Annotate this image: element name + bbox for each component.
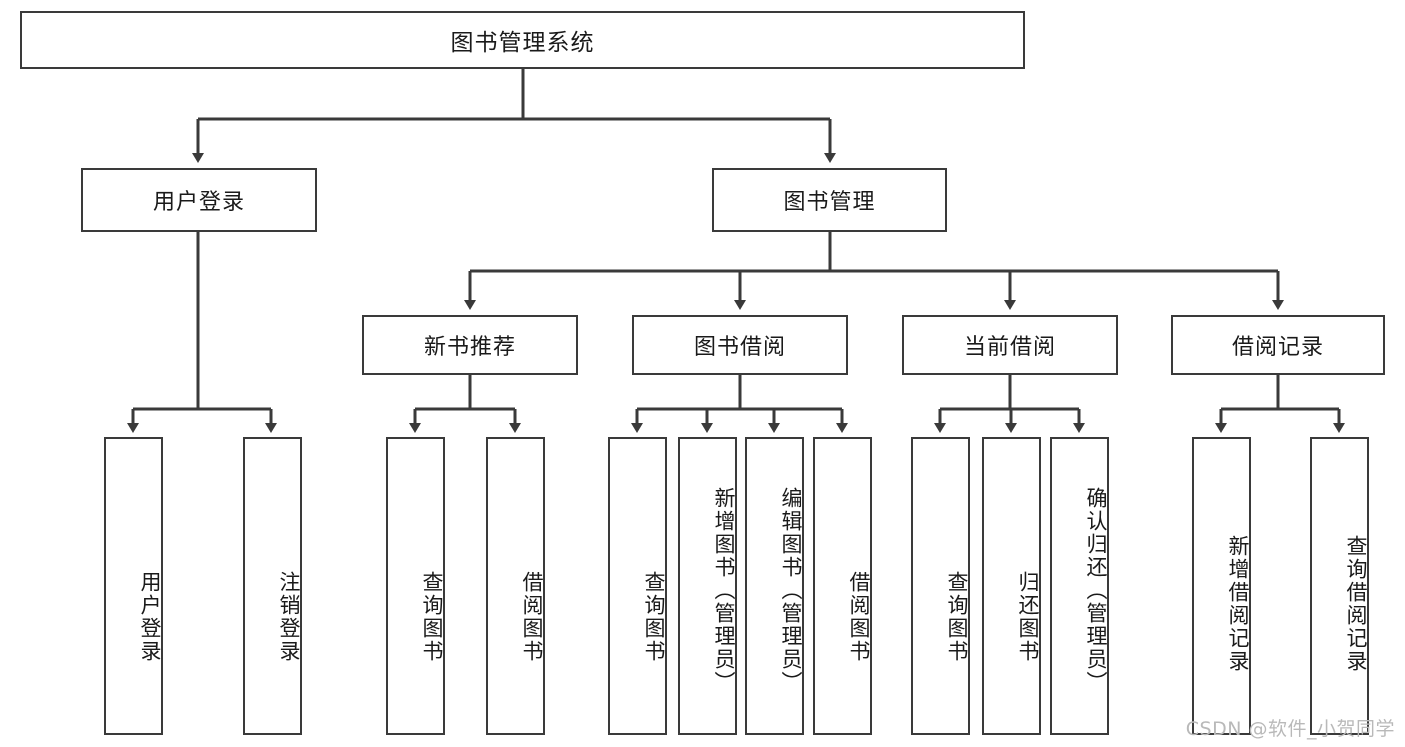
node-current-borrow-label: 当前借阅 (963, 335, 1056, 360)
node-book-borrow[interactable]: 图书借阅 (632, 315, 848, 375)
node-leaf-edit-book-label: 编辑图书（管理员） (779, 486, 803, 694)
node-leaf-edit-book[interactable]: 编辑图书（管理员） (745, 437, 804, 735)
node-borrow-record[interactable]: 借阅记录 (1171, 315, 1385, 375)
node-leaf-query-book-1[interactable]: 查询图书 (386, 437, 445, 735)
node-leaf-add-book-label: 新增图书（管理员） (712, 486, 736, 694)
node-leaf-logout-label: 注销登录 (277, 571, 301, 663)
node-leaf-add-record[interactable]: 新增借阅记录 (1192, 437, 1251, 735)
node-user-login[interactable]: 用户登录 (81, 168, 317, 232)
node-user-login-label: 用户登录 (152, 190, 245, 215)
node-leaf-query-book-3-label: 查询图书 (945, 571, 969, 663)
watermark: CSDN @软件_小贺同学 (1185, 718, 1395, 740)
node-book-borrow-label: 图书借阅 (693, 335, 786, 360)
node-leaf-user-login-label: 用户登录 (138, 571, 162, 663)
node-leaf-borrow-book-2-label: 借阅图书 (847, 571, 871, 663)
node-leaf-user-login[interactable]: 用户登录 (104, 437, 163, 735)
node-leaf-add-book[interactable]: 新增图书（管理员） (678, 437, 737, 735)
node-leaf-query-record[interactable]: 查询借阅记录 (1310, 437, 1369, 735)
node-leaf-logout[interactable]: 注销登录 (243, 437, 302, 735)
node-book-manage[interactable]: 图书管理 (712, 168, 947, 232)
node-leaf-add-record-label: 新增借阅记录 (1226, 535, 1250, 673)
node-leaf-query-record-label: 查询借阅记录 (1344, 535, 1368, 673)
node-leaf-return-book[interactable]: 归还图书 (982, 437, 1041, 735)
node-leaf-query-book-2-label: 查询图书 (642, 571, 666, 663)
node-root-label: 图书管理系统 (450, 30, 595, 56)
node-new-book-rec-label: 新书推荐 (423, 335, 516, 360)
node-root[interactable]: 图书管理系统 (20, 11, 1025, 69)
node-leaf-query-book-3[interactable]: 查询图书 (911, 437, 970, 735)
node-leaf-query-book-1-label: 查询图书 (420, 571, 444, 663)
node-leaf-return-book-label: 归还图书 (1016, 571, 1040, 663)
node-new-book-rec[interactable]: 新书推荐 (362, 315, 578, 375)
node-book-manage-label: 图书管理 (783, 190, 876, 215)
node-current-borrow[interactable]: 当前借阅 (902, 315, 1118, 375)
node-leaf-borrow-book-1[interactable]: 借阅图书 (486, 437, 545, 735)
node-leaf-query-book-2[interactable]: 查询图书 (608, 437, 667, 735)
node-leaf-confirm-return-label: 确认归还（管理员） (1084, 486, 1108, 694)
node-leaf-confirm-return[interactable]: 确认归还（管理员） (1050, 437, 1109, 735)
node-leaf-borrow-book-2[interactable]: 借阅图书 (813, 437, 872, 735)
node-borrow-record-label: 借阅记录 (1231, 335, 1324, 360)
node-leaf-borrow-book-1-label: 借阅图书 (520, 571, 544, 663)
